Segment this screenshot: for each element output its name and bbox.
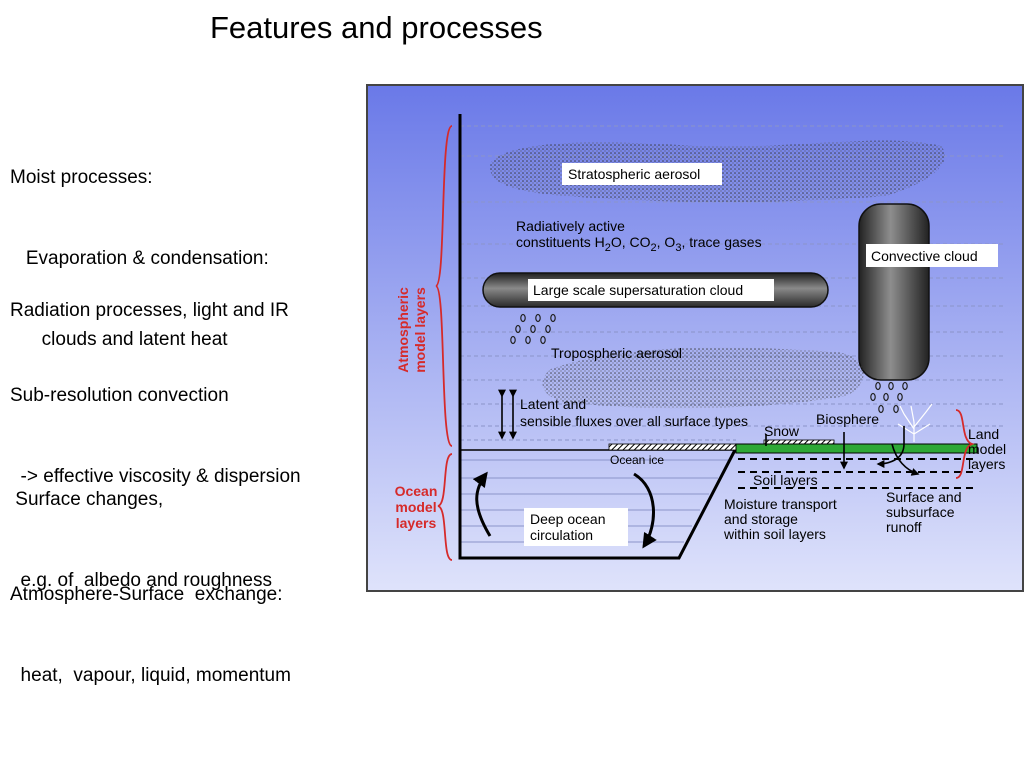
bullet-line: Radiation processes, light and IR xyxy=(10,300,289,321)
ocean-ice-layer xyxy=(608,443,738,451)
convective-cloud-label-box xyxy=(866,244,998,267)
bullet-line: heat, vapour, liquid, momentum xyxy=(10,665,291,686)
domain-boundary xyxy=(458,114,738,560)
radiatively-active-line1: Radiatively active xyxy=(516,218,625,234)
climate-model-diagram: Stratospheric aerosol Radiatively active… xyxy=(366,84,1024,592)
large-scale-cloud-label: Large scale supersaturation cloud xyxy=(533,282,743,298)
deep-ocean-line1: Deep ocean xyxy=(530,511,606,527)
moisture-transport-line2: and storage xyxy=(724,511,798,527)
surface-runoff-line3: runoff xyxy=(886,519,922,535)
latent-fluxes-line2: sensible fluxes over all surface types xyxy=(520,413,748,429)
bullet-line: -> effective viscosity & dispersion xyxy=(10,466,301,487)
land-bracket xyxy=(955,409,975,479)
bullet-line: Atmosphere-Surface exchange: xyxy=(10,584,283,605)
ocean-bracket-line3: layers xyxy=(396,515,437,531)
convective-cloud-label: Convective cloud xyxy=(871,248,978,264)
ocean-bracket-line1: Ocean xyxy=(395,483,438,499)
o3-subscript: 3 xyxy=(675,242,681,254)
tropospheric-aerosol-shape xyxy=(542,347,864,409)
bullet-line: Moist processes: xyxy=(10,167,153,188)
bullet-moist-processes: Moist processes: Evaporation & condensat… xyxy=(10,110,269,407)
bullet-radiation: Radiation processes, light and IR xyxy=(10,243,289,378)
soil-layer-lines xyxy=(738,458,977,489)
land-bracket-line2: model xyxy=(968,441,1006,457)
surface-runoff-line2: subsurface xyxy=(886,504,955,520)
bullet-line: Evaporation & condensation: xyxy=(10,248,269,269)
stratospheric-aerosol-label: Stratospheric aerosol xyxy=(568,166,700,182)
bullet-atmosphere-surface: Atmosphere-Surface exchange: heat, vapou… xyxy=(10,527,291,743)
deep-ocean-label-box xyxy=(524,508,628,546)
bullet-line: clouds and latent heat xyxy=(10,329,228,350)
after-h2o: O, CO xyxy=(611,234,651,250)
moisture-transport-line3: within soil layers xyxy=(723,526,826,542)
upwelling-arrow xyxy=(472,471,492,537)
land-flux-arrows xyxy=(765,426,920,476)
stratospheric-aerosol-label-box xyxy=(562,163,722,185)
co2-subscript: 2 xyxy=(651,242,657,254)
atmosphere-bracket xyxy=(435,125,453,447)
after-o3: , trace gases xyxy=(681,234,761,250)
large-scale-precipitation xyxy=(510,313,556,345)
snow-label: Snow xyxy=(764,423,800,439)
latent-fluxes-line1: Latent and xyxy=(520,396,586,412)
after-co2: , O xyxy=(657,234,676,250)
h2o-subscript: 2 xyxy=(605,242,611,254)
downwelling-arrow xyxy=(633,472,657,549)
radiatively-active-line2: constituents H2O, CO2, O3, trace gases xyxy=(516,234,762,254)
ocean-bracket xyxy=(437,453,453,561)
large-scale-cloud-label-box xyxy=(528,279,774,301)
biosphere-tree-icon xyxy=(897,403,933,442)
ocean-ice-label: Ocean ice xyxy=(610,453,664,467)
deep-ocean-line2: circulation xyxy=(530,527,593,543)
bullet-line: e.g. of albedo and roughness xyxy=(10,570,272,591)
bullet-line: Surface changes, xyxy=(10,489,164,510)
constituents-prefix: constituents H xyxy=(516,234,605,250)
slide-title: Features and processes xyxy=(210,10,543,45)
convective-precipitation xyxy=(870,381,908,414)
land-bracket-line1: Land xyxy=(968,426,999,442)
moisture-transport-line1: Moisture transport xyxy=(724,496,837,512)
atmosphere-bracket-line1: Atmospheric xyxy=(395,287,411,373)
ocean-bracket-line2: model xyxy=(395,499,436,515)
convective-cloud-column xyxy=(858,203,930,381)
bullet-convection: Sub-resolution convection -> effective v… xyxy=(10,328,301,544)
atmosphere-bracket-line2: model layers xyxy=(412,287,428,373)
soil-layers-label: Soil layers xyxy=(753,472,818,488)
surface-runoff-line1: Surface and xyxy=(886,489,962,505)
biosphere-label: Biosphere xyxy=(816,411,879,427)
tropospheric-aerosol-label: Tropospheric aerosol xyxy=(551,345,682,361)
latent-flux-arrows xyxy=(498,389,517,440)
land-bracket-line3: layers xyxy=(968,456,1005,472)
land-surface xyxy=(735,443,978,454)
bullet-line: Sub-resolution convection xyxy=(10,385,229,406)
bullet-surface-changes: Surface changes, e.g. of albedo and roug… xyxy=(10,432,272,648)
